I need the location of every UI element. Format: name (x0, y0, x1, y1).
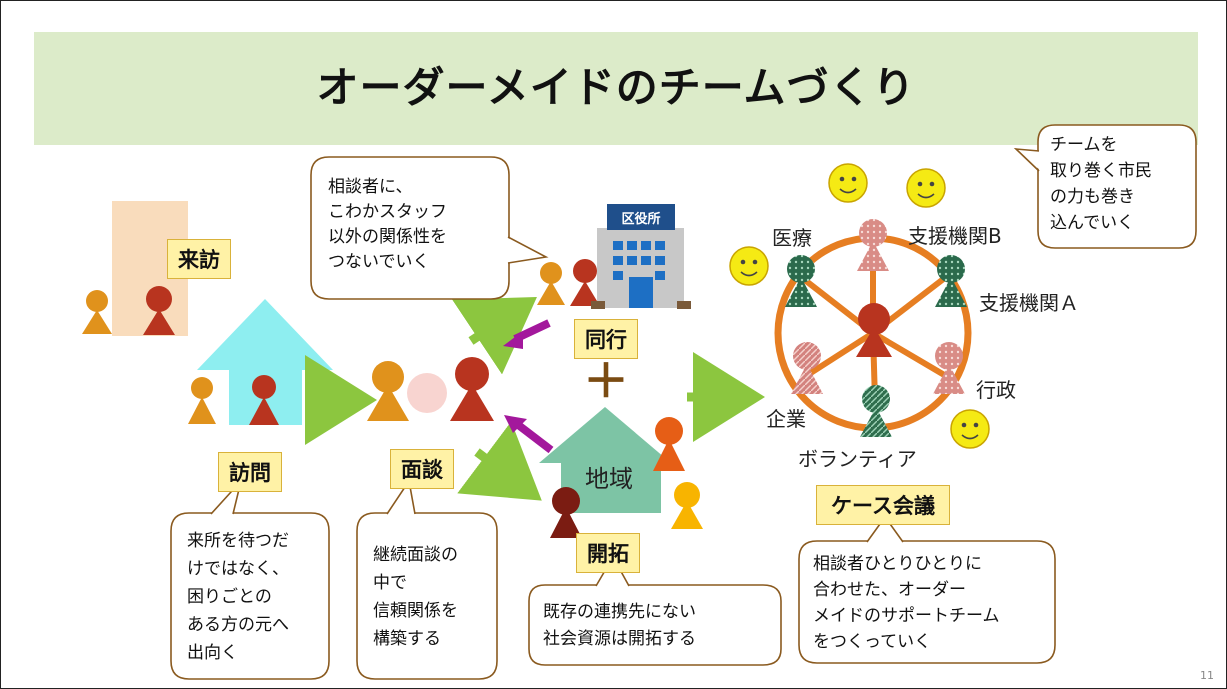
person-volunteer-icon (860, 385, 892, 437)
label-houmon: 訪問 (218, 452, 282, 492)
role-medical: 医療 (772, 226, 812, 250)
role-company: 企業 (766, 407, 806, 431)
table-circle-icon (407, 373, 447, 413)
speech-bubble-houmon (170, 512, 330, 680)
speech-bubble-top-center (310, 156, 510, 300)
ward-office-building-icon (591, 204, 691, 309)
person-orange-icon (82, 290, 112, 334)
speech-bubble-kaitaku (528, 584, 782, 666)
smiley-icon (950, 409, 990, 449)
ward-office-sign: 区役所 (621, 211, 660, 227)
title-band: オーダーメイドのチームづくり (34, 32, 1198, 145)
role-volunteer: ボランティア (798, 447, 917, 471)
person-orange-icon (653, 417, 685, 471)
speech-bubble-top-right (1037, 124, 1197, 249)
bubble-case-text: 相談者ひとりひとりに 合わせた、オーダー メイドのサポートチーム をつくっていく (813, 554, 1000, 652)
bubble-kaitaku-text: 既存の連携先にない 社会資源は開拓する (543, 602, 696, 649)
person-client-icon (856, 303, 892, 357)
smiley-icon (828, 163, 868, 203)
community-house-icon (539, 407, 671, 513)
person-red-icon (570, 259, 600, 306)
page-title: オーダーメイドのチームづくり (316, 63, 916, 112)
person-darkred-icon (550, 487, 582, 538)
role-support-a: 支援機関Ａ (979, 291, 1079, 315)
bubble-top-right-text: チームを 取り巻く市民 の力も巻き 込んでいく (1050, 135, 1152, 233)
person-medical-icon (785, 255, 817, 307)
speech-bubble-mendan (356, 512, 498, 680)
arrow-downright-icon (457, 421, 542, 501)
person-yellow-icon (671, 482, 703, 529)
label-doukou: 同行 (574, 319, 638, 359)
label-case-kaigi: ケース会議 (816, 485, 950, 525)
community-label: 地域 (585, 465, 633, 493)
person-orange-icon (537, 262, 565, 305)
label-kaitaku: 開拓 (576, 533, 640, 573)
role-support-b: 支援機関B (908, 224, 1002, 248)
role-government: 行政 (976, 378, 1016, 402)
smiley-icon (729, 246, 769, 286)
person-support-a-icon (935, 255, 967, 307)
arrowhead-purple-icon (503, 331, 523, 349)
person-orange-icon (367, 361, 409, 421)
person-orange-icon (188, 377, 216, 424)
arrowhead-purple-icon (504, 415, 527, 433)
label-mendan: 面談 (390, 449, 454, 489)
person-red-icon (143, 286, 175, 335)
bubble-houmon-text: 来所を待つだ けではなく、 困りごとの ある方の元へ 出向く (187, 531, 289, 663)
label-raihou: 来訪 (167, 239, 231, 279)
arrow-upright-icon (452, 297, 537, 375)
person-red-icon (450, 357, 494, 421)
person-support-b-icon (857, 219, 889, 271)
person-government-icon (933, 342, 965, 394)
page-number: 11 (1200, 669, 1214, 682)
bubble-top-center-text: 相談者に、 こわかスタッフ 以外の関係性を つないでいく (328, 177, 447, 272)
bubble-mendan-text: 継続面談の 中で 信頼関係を 構築する (373, 545, 458, 649)
smiley-icon (906, 168, 946, 208)
person-company-icon (791, 342, 823, 394)
plus-sign: ＋ (583, 354, 629, 408)
speech-bubble-case (798, 540, 1056, 664)
arrow-return-icon (514, 420, 554, 454)
person-red-icon (249, 375, 279, 425)
